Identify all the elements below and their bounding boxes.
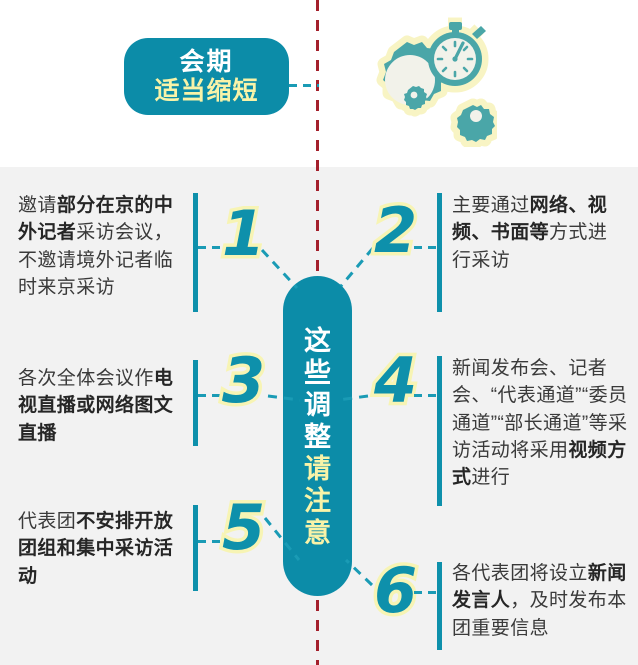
item-5-seg-0: 代表团 [18,511,77,532]
item-4-number: 4 [370,344,420,417]
item-1-seg-0: 邀请 [18,195,57,216]
center-char-2: 调 [304,390,331,421]
item-6-text: 各代表团将设立新闻发言人，及时发布本团重要信息 [452,560,630,642]
item-3-number: 3 [218,344,268,417]
item-5-dash [198,540,222,543]
item-3-seg-1: 电视直播或网络图文直播 [18,368,174,444]
item-6-rule [437,562,442,650]
center-char-3: 整 [304,422,331,453]
item-2-seg-0: 主要通过 [452,195,530,216]
item-6-dash [414,591,438,594]
item-6-seg-0: 各代表团将设立 [452,563,588,584]
item-1-number: 1 [218,197,268,270]
item-3-seg-0: 各次全体会议作 [18,368,154,389]
center-char-4: 请 [304,453,331,484]
item-1-text: 邀请部分在京的中外记者采访会议，不邀请境外记者临时来京采访 [18,192,188,301]
center-char-5: 注 [304,485,331,516]
header-background [0,0,638,167]
gear-stopwatch-icon [352,12,497,147]
item-3-rule [193,360,198,446]
item-2-seg-1: 网络、视频、书面等 [452,195,608,244]
item-1-rule [193,193,198,312]
item-4-text: 新闻发布会、记者会、“代表通道”“委员通道”“部长通道”等采访活动将采用视频方式… [452,355,628,492]
header-badge-line2: 适当缩短 [154,77,259,105]
item-4-dash [414,394,438,397]
item-2-dash [414,246,438,249]
item-1-seg-2: 采访会议，不邀请境外记者临时来京采访 [18,222,174,299]
item-5-text: 代表团不安排开放团组和集中采访活动 [18,508,188,590]
item-3-dash [198,394,222,397]
item-4-seg-1: 视频方式 [452,440,627,489]
center-char-0: 这 [304,326,331,357]
item-6-number: 6 [370,554,420,627]
item-4-seg-0: 新闻发布会、记者会、“代表通道”“委员通道”“部长通道”等采访活动将采用 [452,358,628,462]
item-5-rule [193,505,198,591]
item-2-rule [437,193,442,312]
item-5-seg-1: 不安排开放团组和集中采访活动 [18,511,174,587]
header-badge-line1: 会期 [179,48,234,76]
item-3-text: 各次全体会议作电视直播或网络图文直播 [18,365,188,447]
item-2-number: 2 [370,194,420,267]
center-char-1: 些 [304,358,331,389]
item-2-seg-2: 方式进行采访 [452,222,608,271]
item-1-seg-1: 部分在京的中外记者 [18,195,174,244]
item-6-seg-1: 新闻发言人 [452,563,627,612]
item-4-rule [437,356,442,506]
center-char-6: 意 [304,517,331,548]
item-1-dash [198,246,222,249]
item-2-text: 主要通过网络、视频、书面等方式进行采访 [452,192,624,274]
item-5-number: 5 [218,491,268,564]
header-badge: 会期 适当缩短 [124,38,289,115]
header-badge-connector [289,84,319,87]
center-capsule: 这 些 调 整 请 注 意 [283,276,352,596]
item-6-seg-2: ，及时发布本团重要信息 [452,590,627,639]
item-4-seg-2: 进行 [471,467,511,489]
